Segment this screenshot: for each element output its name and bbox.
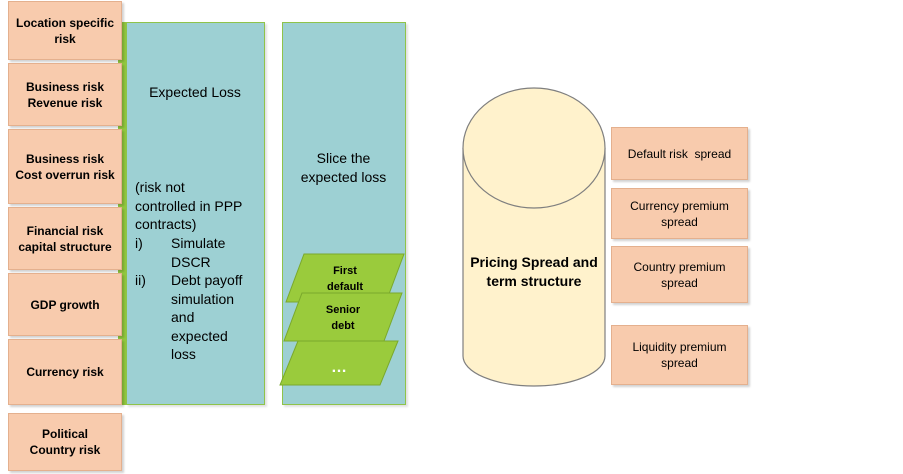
- risk-label-line1: Business risk: [25, 79, 105, 94]
- risk-label-line2: Revenue risk: [27, 95, 103, 110]
- item-line: simulation: [171, 290, 235, 307]
- spread-box-default-risk: Default risk spread: [611, 127, 748, 180]
- tranche-label-line2: default: [327, 281, 363, 293]
- risk-box-gdp: GDP growth: [8, 273, 122, 336]
- spread-label-line1: Currency premium: [630, 198, 729, 213]
- risk-label-line2: risk: [54, 31, 76, 46]
- risk-label-line2: capital structure: [18, 239, 112, 254]
- tranche-stack: First default Senior debt …: [279, 253, 405, 386]
- risk-connector-bar: [118, 22, 126, 405]
- slice-title-line: expected loss: [300, 168, 387, 185]
- tranche-label-line1: Senior: [326, 304, 361, 316]
- cylinder-top: [462, 87, 606, 209]
- pricing-cylinder: Pricing Spread and term structure: [462, 87, 606, 387]
- item-marker: ii): [135, 272, 146, 288]
- pricing-label-line1: Pricing Spread and: [470, 254, 598, 270]
- spread-box-liquidity-premium: Liquidity premium spread: [611, 325, 748, 385]
- note-line: controlled in PPP: [135, 197, 243, 214]
- item-marker: i): [135, 235, 143, 251]
- tranche-label-line2: debt: [331, 320, 355, 332]
- risk-label-line1: Business risk: [25, 151, 105, 166]
- expected-loss-item-1: i) Simulate DSCR: [135, 234, 265, 271]
- tranche-more: [279, 340, 399, 386]
- spread-label-line2: spread: [661, 356, 698, 370]
- item-line: Simulate: [171, 235, 226, 251]
- slice-title-line: Slice the: [316, 150, 371, 166]
- item-line: loss: [171, 346, 196, 362]
- expected-loss-panel: Expected Loss (risk not controlled in PP…: [126, 22, 265, 405]
- note-line: (risk not: [135, 179, 185, 195]
- expected-loss-note: (risk not controlled in PPP contracts): [135, 178, 265, 234]
- risk-label-line1: GDP growth: [30, 297, 100, 312]
- spread-label-line1: Country premium: [633, 259, 726, 274]
- cylinder-body: [462, 148, 606, 387]
- spread-label-line2: spread: [661, 275, 698, 290]
- risk-label-line2: Country risk: [29, 443, 101, 457]
- spread-label-line1: Default risk spread: [627, 146, 732, 161]
- note-line: contracts): [135, 216, 197, 232]
- risk-box-currency: Currency risk: [8, 339, 122, 405]
- risk-label-line1: Currency risk: [26, 365, 104, 379]
- item-line: DSCR: [171, 253, 211, 270]
- risk-label-line1: Financial risk: [26, 223, 104, 238]
- spread-label-line2: spread: [661, 214, 698, 229]
- item-line: expected: [171, 327, 228, 344]
- expected-loss-title: Expected Loss: [149, 84, 241, 100]
- risk-label-line2: Cost overrun risk: [15, 167, 115, 182]
- expected-loss-item-2: ii) Debt payoff simulation and expected …: [135, 271, 265, 364]
- tranche-label-line1: First: [333, 265, 357, 277]
- tranche-label-line1: …: [331, 359, 347, 376]
- tranche-senior-debt: [283, 292, 403, 342]
- slice-title: Slice the expected loss: [283, 149, 404, 186]
- risk-label-line1: Location specific: [15, 15, 115, 30]
- risk-label-line1: Political: [41, 427, 88, 441]
- spread-label-line1: Liquidity premium: [632, 340, 727, 354]
- pricing-label-line2: term structure: [487, 273, 582, 289]
- item-line: Debt payoff: [171, 272, 243, 288]
- item-line: and: [171, 309, 195, 325]
